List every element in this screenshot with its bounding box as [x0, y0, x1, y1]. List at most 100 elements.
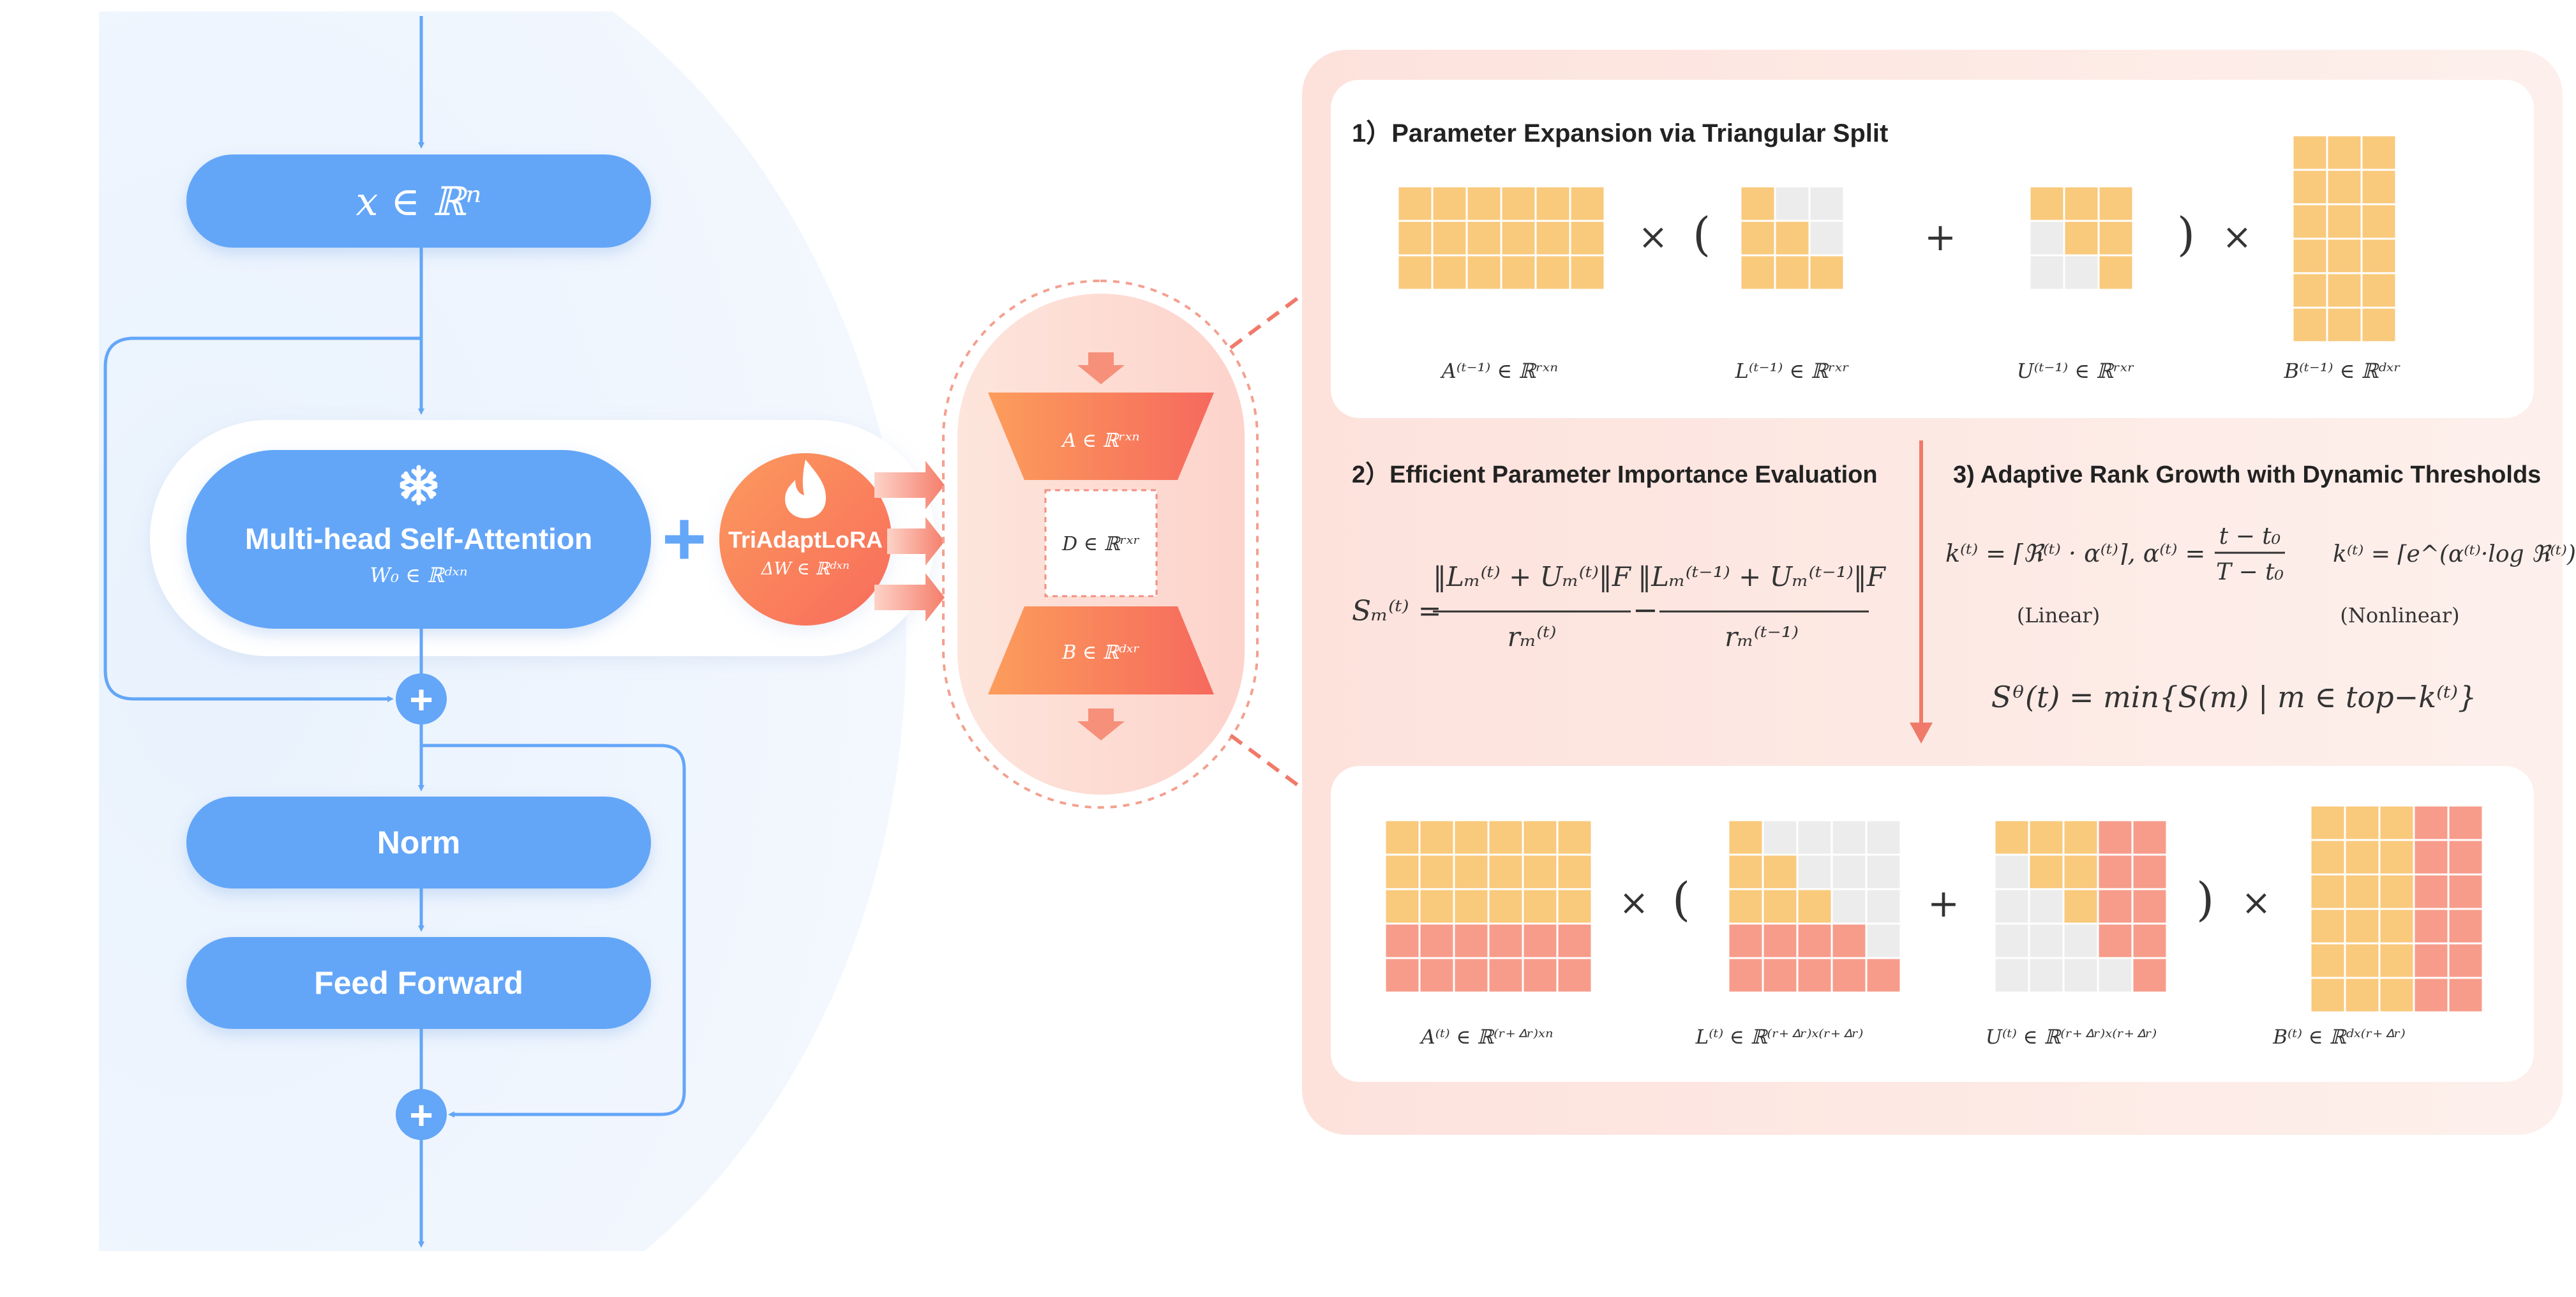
formula-minus: −	[1633, 592, 1658, 628]
connector-lines	[1229, 293, 1303, 790]
matrix-a-new-cell	[1487, 888, 1524, 925]
matrix-b-new-cell	[2344, 873, 2381, 910]
attention-subtitle: W₀ ∈ ℝᵈˣⁿ	[370, 563, 467, 587]
matrix-l-new-cell	[1796, 922, 1833, 959]
matrix-l-new-cell	[1727, 853, 1764, 890]
matrix-u-new-cell	[1993, 853, 2030, 890]
matrix-b-prev-cell	[2360, 203, 2397, 240]
matrix-b-new-cell	[2309, 873, 2346, 910]
matrix-a-new-cell	[1384, 888, 1421, 925]
matrix-a-new-cell	[1556, 888, 1593, 925]
matrix-a-new-cell	[1522, 819, 1559, 856]
matrix-a-new-cell	[1522, 853, 1559, 890]
matrix-a-new-cell	[1453, 888, 1490, 925]
threshold-formula: Sᶿ(t) = min{S(m) | m ∈ top−k⁽ᵗ⁾}	[1991, 680, 2477, 714]
matrix-b-new-cell	[2344, 839, 2381, 876]
rank-formulas: k⁽ᵗ⁾ = ⌈ℜ⁽ᵗ⁾ · α⁽ᵗ⁾⌉, α⁽ᵗ⁾ = t − t₀ T − …	[1945, 523, 2576, 714]
matrix-u-prev-cell	[2097, 220, 2134, 257]
lora-decomposition: A ∈ ℝʳˣⁿ D ∈ ℝʳˣʳ B ∈ ℝᵈˣʳ	[942, 280, 1259, 809]
matrix-b-new-cell	[2413, 873, 2450, 910]
matrix-a-new-cell	[1556, 922, 1593, 959]
matrix-b-new-cell	[2309, 977, 2346, 1014]
matrix-b-new-cell	[2344, 942, 2381, 979]
matrix-b-new-cell	[2447, 908, 2484, 945]
panel3-title: 3) Adaptive Rank Growth with Dynamic Thr…	[1953, 461, 2541, 488]
matrix-l-prev-cell	[1774, 185, 1811, 222]
matrix-b-prev-cell	[2360, 237, 2397, 274]
attention-node: Multi-head Self-Attention W₀ ∈ ℝᵈˣⁿ	[186, 450, 651, 629]
matrix-a-new-cell	[1487, 853, 1524, 890]
add-node-1: +	[396, 673, 447, 724]
matrix-u-prev-cell	[2097, 254, 2134, 291]
panel4-close-paren: )	[2196, 873, 2214, 926]
matrix-a-prev-cell	[1431, 220, 1468, 257]
panel1-title: 1）Parameter Expansion via Triangular Spl…	[1352, 119, 1888, 147]
matrix-b-prev-cell	[2360, 272, 2397, 309]
matrix-u-new-cell	[2062, 853, 2099, 890]
matrix-b-new-cell	[2378, 804, 2415, 841]
matrix-u-new	[1993, 819, 2168, 994]
matrix-a-new-cell	[1487, 957, 1524, 994]
matrix-l-prev-cell	[1739, 220, 1776, 257]
norm-node: Norm	[186, 797, 651, 888]
panel4-label-a: A⁽ᵗ⁾ ∈ ℝ⁽ʳ⁺ᐞʳ⁾ˣⁿ	[1419, 1026, 1553, 1049]
panel1-label-a: A⁽ᵗ⁻¹⁾ ∈ ℝʳˣⁿ	[1440, 359, 1559, 383]
matrix-a-new-cell	[1384, 922, 1421, 959]
matrix-u-new-cell	[2028, 888, 2065, 925]
matrix-l-new-cell	[1865, 888, 1902, 925]
matrix-l-new-cell	[1796, 819, 1833, 856]
matrix-a-new-cell	[1453, 957, 1490, 994]
matrix-a-prev-cell	[1431, 254, 1468, 291]
panel1-open-paren: (	[1693, 207, 1711, 261]
matrix-u-new-cell	[1993, 888, 2030, 925]
matrix-l-new-cell	[1865, 957, 1902, 994]
matrix-b-new-cell	[2378, 839, 2415, 876]
matrix-l-new-cell	[1865, 922, 1902, 959]
matrix-u-prev-cell	[2028, 220, 2065, 257]
flame-icon	[785, 460, 826, 518]
matrix-l-new-cell	[1762, 819, 1799, 856]
matrix-a-prev-cell	[1500, 185, 1537, 222]
matrix-u-new-cell	[2028, 922, 2065, 959]
matrix-b-new-cell	[2344, 977, 2381, 1014]
matrix-a-new-cell	[1453, 853, 1490, 890]
matrix-b-prev-cell	[2326, 306, 2363, 343]
matrix-u-new-cell	[2131, 819, 2168, 856]
matrix-u-new-cell	[2097, 819, 2134, 856]
matrix-l-prev-cell	[1808, 254, 1845, 291]
matrix-b-new-cell	[2378, 942, 2415, 979]
matrix-b-prev	[2291, 134, 2397, 343]
matrix-b-prev-cell	[2360, 169, 2397, 206]
matrix-b-prev-cell	[2326, 237, 2363, 274]
feed-forward-node: Feed Forward	[186, 937, 651, 1029]
triadaptlora-node: TriAdaptLoRA ΔW ∈ ℝᵈˣⁿ	[719, 453, 892, 626]
matrix-l-new-cell	[1796, 957, 1833, 994]
nonlinear-tag: (Nonlinear)	[2340, 603, 2459, 627]
matrix-u-prev	[2028, 185, 2134, 291]
matrix-b-prev-cell	[2291, 306, 2328, 343]
matrix-l-new-cell	[1762, 957, 1799, 994]
matrix-b-prev-cell	[2291, 272, 2328, 309]
matrix-b-new-cell	[2378, 977, 2415, 1014]
matrix-l-new-cell	[1727, 819, 1764, 856]
matrix-l-prev-cell	[1774, 254, 1811, 291]
matrix-b-prev-cell	[2360, 134, 2397, 171]
matrix-a-prev-cell	[1569, 185, 1606, 222]
matrix-a-prev-cell	[1569, 254, 1606, 291]
matrix-a-prev-cell	[1534, 185, 1571, 222]
matrix-l-prev	[1739, 185, 1845, 291]
linear-formula: k⁽ᵗ⁾ = ⌈ℜ⁽ᵗ⁾ · α⁽ᵗ⁾⌉, α⁽ᵗ⁾ =	[1945, 539, 2205, 567]
matrix-b-new-cell	[2413, 839, 2450, 876]
matrix-a-new-cell	[1418, 853, 1455, 890]
matrix-b-new-cell	[2447, 942, 2484, 979]
matrix-u-new-cell	[2131, 853, 2168, 890]
importance-formula: Sₘ⁽ᵗ⁾ = ‖Lₘ⁽ᵗ⁾ + Uₘ⁽ᵗ⁾‖F rₘ⁽ᵗ⁾ − ‖Lₘ⁽ᵗ⁻¹…	[1352, 561, 1887, 652]
matrix-l-new-cell	[1831, 957, 1868, 994]
matrix-l-prev-cell	[1739, 254, 1776, 291]
panel1-plus: +	[1924, 215, 1956, 260]
matrix-a-prev	[1397, 185, 1606, 291]
matrix-u-new-cell	[2131, 957, 2168, 994]
matrix-a-new	[1384, 819, 1593, 994]
matrix-u-prev-cell	[2063, 220, 2100, 257]
